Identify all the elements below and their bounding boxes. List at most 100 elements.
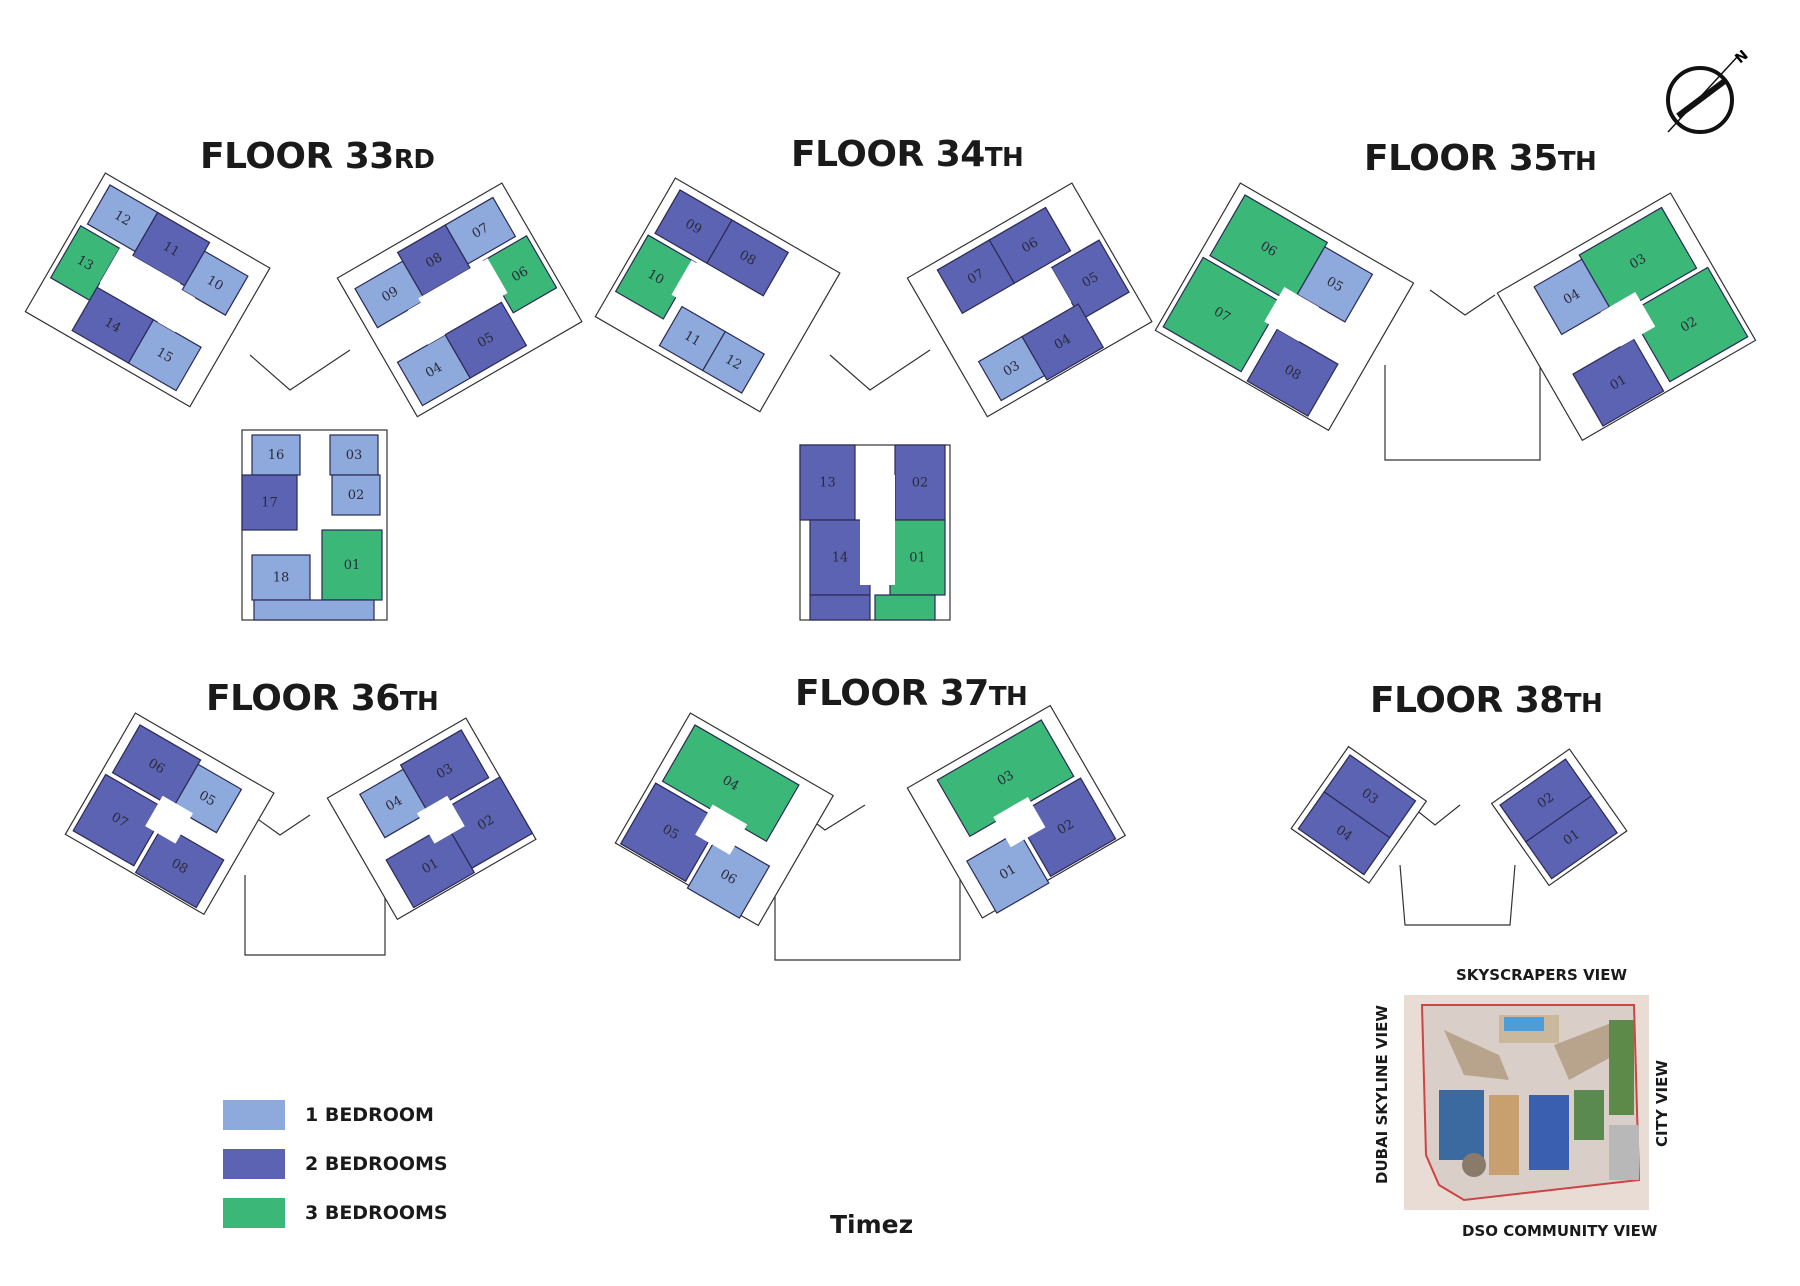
unit-number: 08 xyxy=(169,856,191,877)
view-label-top: SKYSCRAPERS VIEW xyxy=(1456,966,1628,984)
corridor xyxy=(416,795,465,844)
unit-strip xyxy=(874,594,936,621)
unit-number: 04 xyxy=(423,360,445,381)
view-label-bottom: DSO COMMUNITY VIEW xyxy=(1462,1222,1658,1240)
floor-title-36: FLOOR 36TH xyxy=(206,678,439,719)
unit-16 xyxy=(251,434,301,476)
corridor xyxy=(860,475,895,585)
brand-name: Timez xyxy=(830,1210,914,1239)
unit-number: 01 xyxy=(997,862,1019,883)
unit-number: 10 xyxy=(645,267,667,288)
unit-03 xyxy=(329,434,379,476)
unit-06 xyxy=(686,835,771,919)
north-compass-icon: N xyxy=(1666,50,1752,134)
unit-number: 05 xyxy=(475,330,497,351)
unit-08 xyxy=(134,824,225,909)
corridor xyxy=(99,248,181,318)
unit-number: 09 xyxy=(682,216,704,237)
unit-10 xyxy=(181,250,249,316)
site-plan-image xyxy=(1404,995,1649,1210)
unit-number: 03 xyxy=(1627,251,1649,272)
unit-08 xyxy=(1246,328,1339,417)
podium-outline xyxy=(829,349,931,391)
unit-number: 14 xyxy=(102,315,124,336)
unit-number: 13 xyxy=(74,253,96,274)
unit-number: 02 xyxy=(912,476,929,491)
unit-number: 05 xyxy=(659,822,681,843)
unit-number: 16 xyxy=(268,448,285,463)
unit-01 xyxy=(1524,795,1618,880)
legend-item-3-bedrooms: 3 BEDROOMS xyxy=(223,1198,448,1228)
corridor xyxy=(145,795,193,844)
unit-05 xyxy=(1050,239,1130,321)
unit-01 xyxy=(321,529,383,601)
unit-number: 18 xyxy=(273,571,290,586)
legend-label: 2 BEDROOMS xyxy=(305,1153,448,1175)
unit-number: 11 xyxy=(160,239,182,260)
unit-02 xyxy=(331,474,381,516)
unit-number: 01 xyxy=(344,558,361,573)
floor-title-33: FLOOR 33RD xyxy=(200,136,435,177)
unit-17 xyxy=(241,474,298,531)
unit-number: 05 xyxy=(196,788,218,809)
unit-12 xyxy=(701,330,766,394)
legend-swatch-1-bedroom xyxy=(223,1100,285,1130)
unit-01 xyxy=(889,519,946,596)
corridor xyxy=(1264,286,1319,342)
unit-number: 03 xyxy=(434,761,456,782)
corridor xyxy=(993,796,1046,848)
unit-01 xyxy=(966,830,1050,914)
unit-number: 11 xyxy=(681,328,703,349)
unit-number: 01 xyxy=(420,856,442,877)
unit-01 xyxy=(1572,338,1665,427)
view-label-right: CITY VIEW xyxy=(1653,1060,1671,1147)
unit-number: 02 xyxy=(348,488,365,503)
unit-number: 04 xyxy=(1052,332,1074,353)
corridor xyxy=(418,258,508,333)
unit-number: 07 xyxy=(470,221,492,242)
unit-number: 06 xyxy=(145,756,167,777)
unit-04 xyxy=(359,768,429,839)
corridor xyxy=(407,300,446,345)
unit-02 xyxy=(894,444,946,521)
podium-outline xyxy=(249,349,351,391)
unit-number: 04 xyxy=(720,773,742,794)
floor-title-38: FLOOR 38TH xyxy=(1370,680,1603,721)
unit-number: 06 xyxy=(509,264,531,285)
unit-number: 01 xyxy=(909,551,926,566)
legend-label: 1 BEDROOM xyxy=(305,1104,434,1126)
unit-01 xyxy=(385,824,476,909)
unit-number: 12 xyxy=(722,352,744,373)
podium-outline xyxy=(244,875,386,956)
unit-number: 01 xyxy=(1608,372,1630,393)
legend-item-2-bedrooms: 2 BEDROOMS xyxy=(223,1149,448,1179)
unit-07 xyxy=(72,773,168,867)
unit-02 xyxy=(1014,777,1117,878)
unit-number: 08 xyxy=(1281,362,1303,383)
unit-number: 07 xyxy=(109,810,131,831)
unit-04 xyxy=(1533,258,1611,336)
corridor xyxy=(1600,291,1656,347)
unit-number: 02 xyxy=(1055,817,1077,838)
legend: 1 BEDROOM 2 BEDROOMS 3 BEDROOMS xyxy=(223,1100,448,1247)
unit-number: 03 xyxy=(1001,358,1023,379)
corridor xyxy=(671,260,761,335)
unit-02 xyxy=(1628,266,1749,383)
unit-number: 08 xyxy=(423,250,445,271)
wing: 03 02 01 xyxy=(906,704,1127,919)
unit-15 xyxy=(127,318,202,392)
unit-number: 03 xyxy=(995,768,1017,789)
view-label-left: DUBAI SKYLINE VIEW xyxy=(1373,1005,1391,1184)
podium-outline xyxy=(1384,365,1541,461)
unit-18 xyxy=(251,554,311,601)
